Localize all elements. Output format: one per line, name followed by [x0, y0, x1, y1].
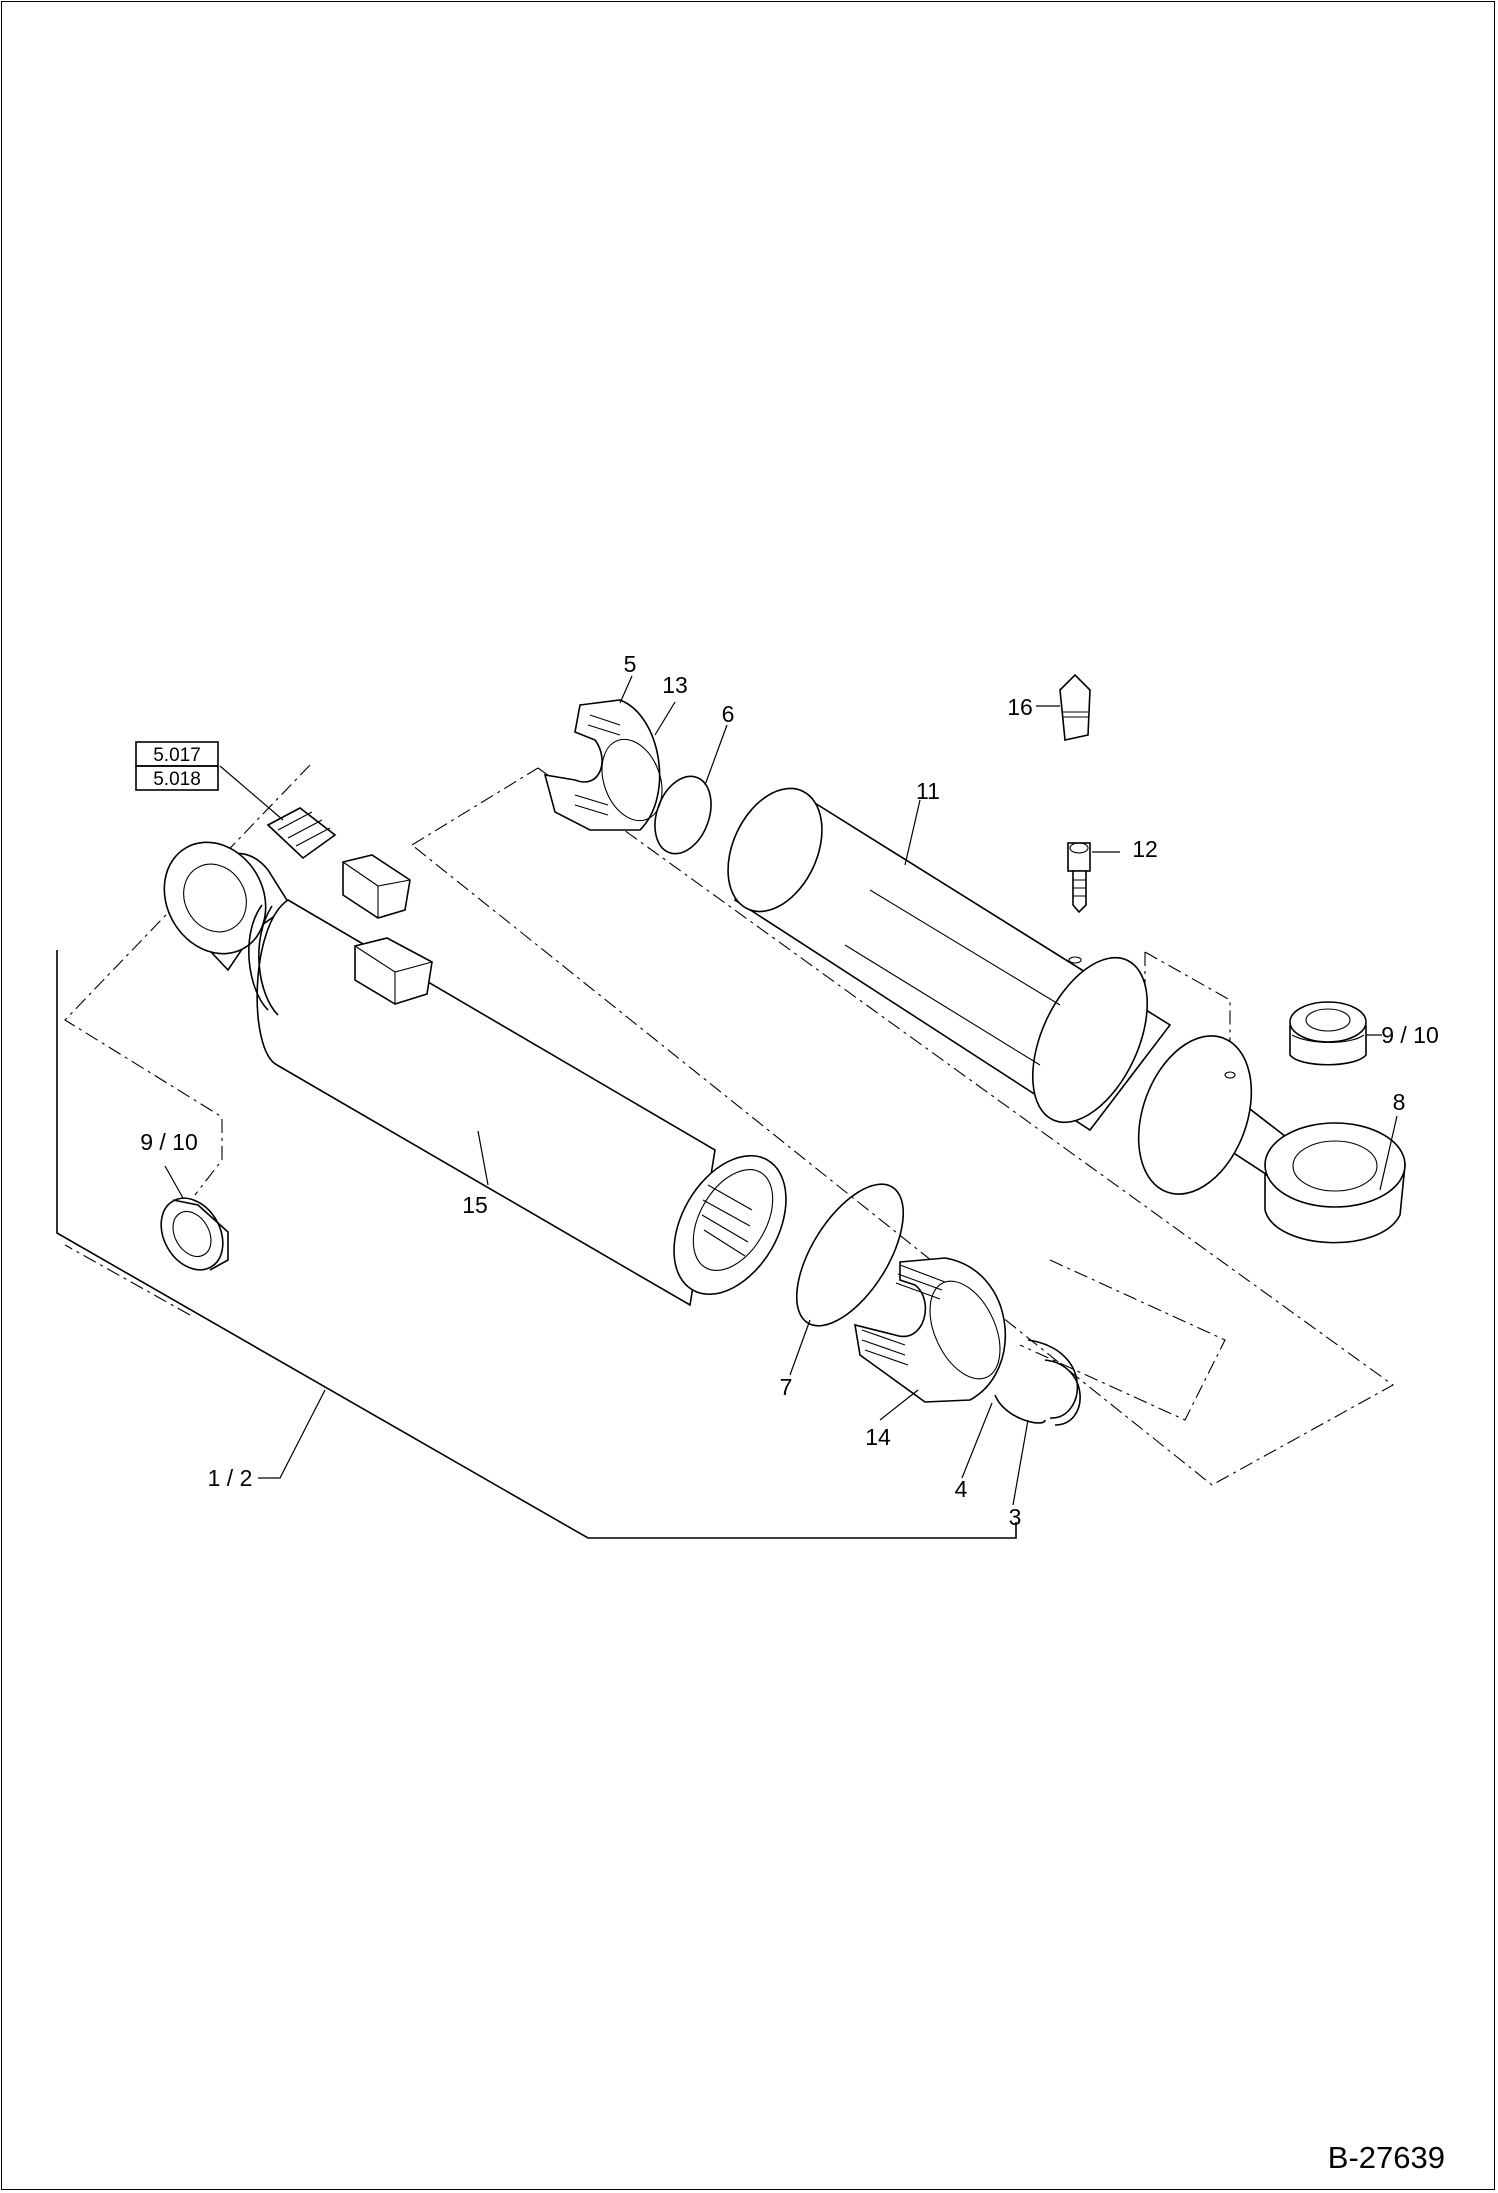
rod-eye [1264, 1115, 1406, 1244]
o-ring-6 [654, 724, 728, 855]
callout-1-2: 1 / 2 [208, 1465, 253, 1491]
o-ring-7 [789, 1183, 905, 1376]
gland-top [543, 675, 676, 831]
callout-14: 14 [865, 1424, 891, 1450]
retaining-rings [961, 1339, 1081, 1506]
callout-16: 16 [1007, 694, 1033, 720]
callout-11: 11 [916, 778, 940, 804]
reference-5017: 5.017 [153, 745, 201, 766]
callout-6: 6 [722, 701, 735, 727]
port-blocks [342, 854, 433, 1005]
callout-3: 3 [1009, 1504, 1022, 1530]
seal-right [1289, 1001, 1382, 1066]
piston-rod [1137, 1035, 1291, 1195]
document-id: B-27639 [1328, 2140, 1445, 2175]
callout-4: 4 [955, 1476, 968, 1502]
gland-bottom [854, 1257, 1007, 1421]
piston [727, 787, 1172, 1132]
cylinder-tube [163, 841, 787, 1307]
callout-12: 12 [1132, 836, 1158, 862]
reference-box: 5.017 5.018 [135, 741, 219, 791]
reference-5018: 5.018 [153, 769, 201, 790]
callout-8: 8 [1393, 1089, 1406, 1115]
callout-1-2-leader [258, 1389, 326, 1479]
assembly-bracket [56, 950, 1017, 1539]
screw [1067, 842, 1120, 964]
callout-7: 7 [780, 1374, 793, 1400]
seal-left [160, 1165, 229, 1271]
sealant-tube [1036, 673, 1091, 741]
callout-labels: 5 13 6 16 11 12 9 / 10 8 9 / 10 15 7 14 … [140, 651, 1439, 1530]
hydraulic-fitting [219, 765, 337, 860]
callout-9-10-left: 9 / 10 [140, 1129, 198, 1155]
callout-15: 15 [462, 1192, 488, 1218]
callout-13: 13 [662, 672, 688, 698]
callout-5: 5 [624, 651, 637, 677]
callout-9-10-right: 9 / 10 [1381, 1022, 1439, 1048]
